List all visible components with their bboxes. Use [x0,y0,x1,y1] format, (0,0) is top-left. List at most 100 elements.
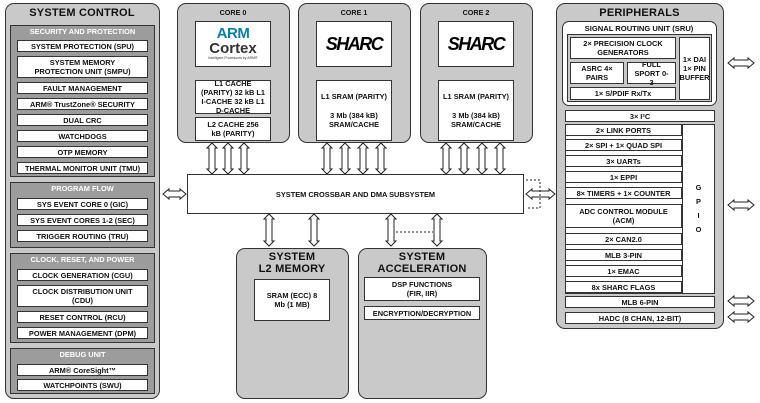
full-sport-box: FULL SPORT 0-3 [627,60,676,87]
sharc-logo-text-core2: SHARC [447,33,506,54]
core1-panel: CORE 1 SHARC L1 SRAM (PARITY) 3 Mb (384 … [298,3,411,143]
core2-arrow-3 [475,142,489,175]
asrc-box: ASRC 4× PAIRS [570,62,624,84]
core2-arrow-4 [493,142,507,175]
program-flow-section: PROGRAM FLOW SYS EVENT CORE 0 (GIC) SYS … [10,182,155,248]
core2-arrow-1 [439,142,453,175]
sharc-logo-core1: SHARC [316,21,392,67]
sharc-logo-text-core1: SHARC [325,33,384,54]
debug-section: DEBUG UNIT ARM® CoreSight™ WATCHPOINTS (… [10,348,155,394]
coresight-box: ARM® CoreSight™ [17,364,148,376]
core0-cache-arrow-3 [237,142,251,175]
tru-box: TRIGGER ROUTING (TRU) [17,230,148,242]
mlb6-external-arrow [727,294,755,308]
sharc-logo-core2: SHARC [438,21,514,67]
l2-arrow-2 [307,213,321,247]
tmu-box: THERMAL MONITOR UNIT (TMU) [17,162,148,174]
debug-header: DEBUG UNIT [11,349,154,360]
core1-sram-detail: 3 Mb (384 kB) SRAM/CACHE [328,111,380,129]
core1-arrow-2 [338,142,352,175]
clock-reset-power-section: CLOCK, RESET, AND POWER CLOCK GENERATION… [10,253,155,343]
core2-sram-title: L1 SRAM (PARITY) [443,92,509,101]
spu-box: SYSTEM PROTECTION (SPU) [17,40,148,52]
cortex-logo-text: Cortex [209,40,257,57]
precision-clock-box: 2× PRECISION CLOCK GENERATORS [570,37,676,59]
core1-arrow-4 [374,142,388,175]
trustzone-box: ARM® TrustZone® SECURITY [17,98,148,110]
l2-memory-panel: SYSTEM L2 MEMORY SRAM (ECC) 8 Mb (1 MB) [236,248,349,399]
core0-l2-cache: L2 CACHE 256 kB (PARITY) [195,117,271,141]
dpm-box: POWER MANAGEMENT (DPM) [17,327,148,339]
core2-title: CORE 2 [462,8,490,17]
encryption-box: ENCRYPTION/DECRYPTION [364,306,480,320]
uarts-box: 3× UARTs [565,155,682,167]
core0-cache-arrow-2 [221,142,235,175]
hadc-external-arrow [727,310,755,324]
peripherals-panel: PERIPHERALS SIGNAL ROUTING UNIT (SRU) 2×… [556,3,724,329]
l2-memory-title-1: SYSTEM [268,251,316,263]
acceleration-title-2: ACCELERATION [377,263,467,275]
accel-arrow-1 [384,213,398,247]
dual-crc-box: DUAL CRC [17,114,148,126]
gic-box: SYS EVENT CORE 0 (GIC) [17,198,148,210]
core2-l1-sram: L1 SRAM (PARITY) 3 Mb (384 kB) SRAM/CACH… [438,80,514,141]
dai-box: 1× DAI 1× PIN BUFFER [679,37,710,100]
core1-arrow-3 [356,142,370,175]
rcu-box: RESET CONTROL (RCU) [17,311,148,323]
watchdogs-box: WATCHDOGS [17,130,148,142]
emac-box: 1× EMAC [565,265,682,277]
sharc-flags-box: 8x SHARC FLAGS [565,281,682,293]
core1-arrow-1 [320,142,334,175]
system-control-panel: SYSTEM CONTROL SECURITY AND PROTECTION S… [5,3,160,399]
core1-title: CORE 1 [340,8,368,17]
core2-sram-detail: 3 Mb (384 kB) SRAM/CACHE [450,111,502,129]
smpu-box: SYSTEM MEMORY PROTECTION UNIT (SMPU) [17,56,148,78]
l2-arrow-1 [262,213,276,247]
security-section: SECURITY AND PROTECTION SYSTEM PROTECTIO… [10,25,155,177]
acm-box: ADC CONTROL MODULE (ACM) [565,204,682,228]
core2-panel: CORE 2 SHARC L1 SRAM (PARITY) 3 Mb (384 … [420,3,533,143]
arm-logo-subtitle: Intelligent Processors by ARM® [208,56,258,60]
spi-box: 2× SPI + 1× QUAD SPI [565,139,682,151]
can-box: 2× CAN2.0 [565,233,682,245]
eppi-box: 1× EPPI [565,171,682,183]
acceleration-panel: SYSTEM ACCELERATION DSP FUNCTIONS (FIR, … [358,248,487,399]
sru-external-arrow [727,56,755,70]
system-crossbar: SYSTEM CROSSBAR AND DMA SUBSYSTEM [187,174,524,214]
sysctrl-crossbar-arrow [162,187,187,201]
cdu-box: CLOCK DISTRIBUTION UNIT (CDU) [17,285,148,307]
gpio-external-arrow [727,198,755,212]
otp-memory-box: OTP MEMORY [17,146,148,158]
cgu-box: CLOCK GENERATION (CGU) [17,269,148,281]
arm-cortex-logo: ARM Cortex Intelligent Processors by ARM… [195,21,271,67]
dsp-functions-box: DSP FUNCTIONS (FIR, IIR) [364,277,480,301]
security-header: SECURITY AND PROTECTION [11,26,154,37]
sru-title: SIGNAL ROUTING UNIT (SRU) [584,24,694,33]
mlb3-box: MLB 3-PIN [565,249,682,261]
swu-box: WATCHPOINTS (SWU) [17,379,148,391]
mlb6-box: MLB 6-PIN [565,296,715,308]
core2-arrow-2 [457,142,471,175]
fault-management-box: FAULT MANAGEMENT [17,82,148,94]
core0-l1-cache: L1 CACHE (PARITY) 32 kB L1 I-CACHE 32 kB… [195,79,271,115]
accel-arrow-2 [430,213,444,247]
spdif-box: 1× S/PDIF Rx/Tx [570,87,676,100]
arm-logo-text: ARM [216,25,250,42]
core0-cache-arrow-1 [205,142,219,175]
peripherals-title: PERIPHERALS [599,7,680,19]
system-control-title: SYSTEM CONTROL [29,7,135,19]
l2-memory-title-2: L2 MEMORY [258,263,326,275]
program-flow-header: PROGRAM FLOW [11,183,154,194]
core0-title: CORE 0 [219,8,247,17]
core1-sram-title: L1 SRAM (PARITY) [321,92,387,101]
l2-sram-box: SRAM (ECC) 8 Mb (1 MB) [254,279,330,321]
crossbar-dotted-link-right [526,179,541,209]
sec-box: SYS EVENT CORES 1-2 (SEC) [17,214,148,226]
link-ports-box: 2× LINK PORTS [565,124,682,136]
hadc-box: HADC (8 CHAN, 12-BIT) [565,312,715,324]
clock-reset-power-header: CLOCK, RESET, AND POWER [11,254,154,265]
gpio-box: G P I O [682,124,715,294]
acceleration-title-1: SYSTEM [398,251,446,263]
sru-block: SIGNAL ROUTING UNIT (SRU) 2× PRECISION C… [562,21,717,106]
core1-l1-sram: L1 SRAM (PARITY) 3 Mb (384 kB) SRAM/CACH… [316,80,392,141]
